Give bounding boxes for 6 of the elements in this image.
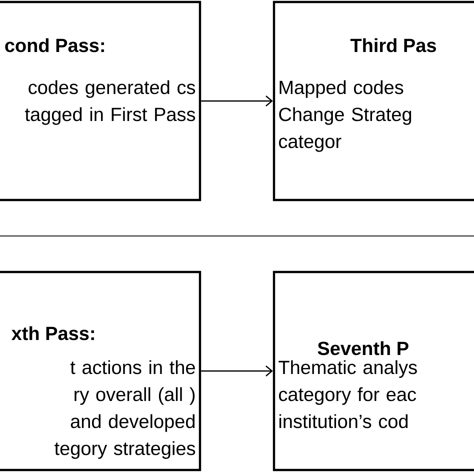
process-box: Third Pas Mapped codes Change Strateg categor [272, 0, 474, 202]
arrow [201, 366, 273, 376]
process-box: cond Pass: codes generated cs tagged in First Pass [0, 0, 202, 202]
process-box: xth Pass: t actions in the ry overall (all ) and developed tegory strategies [0, 270, 202, 472]
arrow [201, 96, 273, 106]
process-box: Seventh P Thematic analys category for eac institution’s cod [272, 270, 474, 472]
